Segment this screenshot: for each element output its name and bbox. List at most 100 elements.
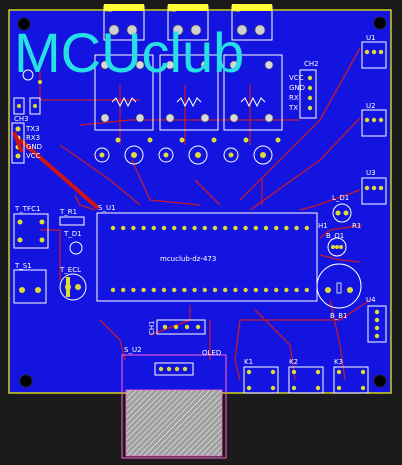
l-d1-outline	[332, 203, 352, 223]
mcu-pin	[131, 287, 136, 293]
mcu-pin	[284, 225, 289, 231]
k2-outline	[288, 366, 324, 394]
mcu-pin	[151, 287, 156, 293]
mounting-holes	[17, 16, 387, 388]
t-ecl-outline	[59, 273, 87, 301]
label-l-d1: L_D1	[332, 194, 349, 202]
power-trace	[18, 138, 100, 210]
mcu-pins-top	[110, 225, 309, 231]
resistors	[111, 96, 266, 108]
label-b-q1: B_Q1	[326, 232, 344, 240]
left-top-pads	[17, 80, 42, 108]
b-b1-outline	[316, 263, 362, 309]
oled-pads	[158, 366, 188, 372]
label-ch2-pin1: VCC	[289, 74, 304, 82]
label-oled: OLED	[202, 349, 221, 357]
u1-outline	[361, 41, 387, 69]
block-pads	[100, 60, 274, 123]
mcu-pin	[274, 287, 279, 293]
mounting-hole-bl	[19, 374, 33, 388]
driver-block-3	[223, 54, 283, 131]
u2-outline	[361, 109, 387, 137]
mcu-pin	[110, 287, 116, 293]
buzzer-mark	[336, 282, 342, 294]
right-parts	[299, 41, 387, 343]
mcu-pin	[233, 225, 238, 231]
label-t-tfc1: T_TFC1	[14, 205, 40, 213]
label-t-d1: T_D1	[63, 230, 82, 238]
label-j702: J_702	[169, 4, 189, 12]
transistor-row-pads	[99, 137, 281, 158]
label-u1: U1	[366, 34, 376, 42]
ch1-pads	[162, 324, 201, 330]
mcu-pin	[223, 287, 228, 293]
label-k1: K1	[244, 358, 253, 366]
label-ch2-pin2: GND	[289, 84, 305, 92]
mcu-pin	[141, 225, 146, 231]
t-tfc1-outline	[13, 213, 49, 249]
b-q1-outline	[327, 237, 347, 257]
mcu-pin	[151, 225, 156, 231]
mcu-pin	[141, 287, 146, 293]
mcuclub-logo: MCUclub	[14, 21, 244, 84]
mcu-pin	[172, 225, 177, 231]
mcu-pin	[192, 287, 197, 293]
t-d1-outline	[69, 241, 83, 255]
mcu-pins-bottom	[110, 287, 309, 293]
mcu-pin	[202, 225, 207, 231]
label-su1: S_U1	[98, 204, 116, 212]
u4-outline	[367, 305, 387, 343]
ecl-polarity	[66, 277, 70, 297]
mcu-pin	[284, 287, 289, 293]
label-u3: U3	[366, 169, 376, 177]
mcu-pin	[161, 225, 167, 231]
board-model: mcuclub-dz-473	[160, 255, 216, 263]
ch1-outline	[156, 319, 206, 335]
oled-keepout	[121, 354, 227, 459]
terminal-labels-bg	[104, 4, 272, 11]
label-t-s1: T_S1	[14, 262, 32, 270]
t-r1-outline	[59, 216, 85, 226]
mcu-pin	[304, 225, 309, 231]
label-u4: U4	[366, 296, 376, 304]
mcu-pin	[233, 287, 238, 293]
label-t-r1: T_R1	[59, 208, 77, 216]
label-ch3-pin3: GND	[26, 143, 42, 151]
oled-header	[154, 362, 194, 376]
mcu-pin	[110, 225, 116, 231]
label-ch2-pin4: TX	[288, 104, 298, 112]
left-middle-pads	[17, 219, 81, 293]
mcu-pin	[161, 287, 167, 293]
mounting-hole-br	[373, 374, 387, 388]
mcu-pin	[131, 225, 136, 231]
mcu-pin	[253, 287, 258, 293]
driver-block-1	[94, 54, 154, 131]
label-ch3-pin4: VCC	[26, 152, 41, 160]
label-b-b1: B_B1	[330, 312, 348, 320]
mcu-pin	[304, 287, 309, 293]
label-u2: U2	[366, 102, 376, 110]
label-ch1: CH1	[148, 320, 156, 335]
mcu-pin	[253, 225, 258, 231]
mcu-pin	[243, 225, 248, 231]
mcu-pin	[121, 225, 126, 231]
mcu-pin	[202, 287, 207, 293]
right-pads	[307, 49, 384, 339]
mcu-pin	[263, 225, 269, 231]
driver-block-2	[159, 54, 219, 131]
copper-traces	[39, 47, 371, 381]
mcu-pin	[223, 225, 228, 231]
label-ch2-pin3: RX	[289, 94, 299, 102]
label-ch3-pin1: TX3	[25, 125, 40, 133]
ch3-highlight	[12, 131, 24, 153]
mcu-pin	[294, 225, 299, 231]
mcu-pin	[182, 225, 187, 231]
label-ch3: CH3	[14, 115, 29, 123]
label-j703: J_703	[233, 4, 253, 12]
mcu-pin	[212, 287, 218, 293]
t-s1-outline	[13, 269, 47, 304]
keys	[243, 366, 369, 394]
label-ch3-pin2: RX3	[26, 134, 40, 142]
ch2-outline	[299, 69, 317, 119]
